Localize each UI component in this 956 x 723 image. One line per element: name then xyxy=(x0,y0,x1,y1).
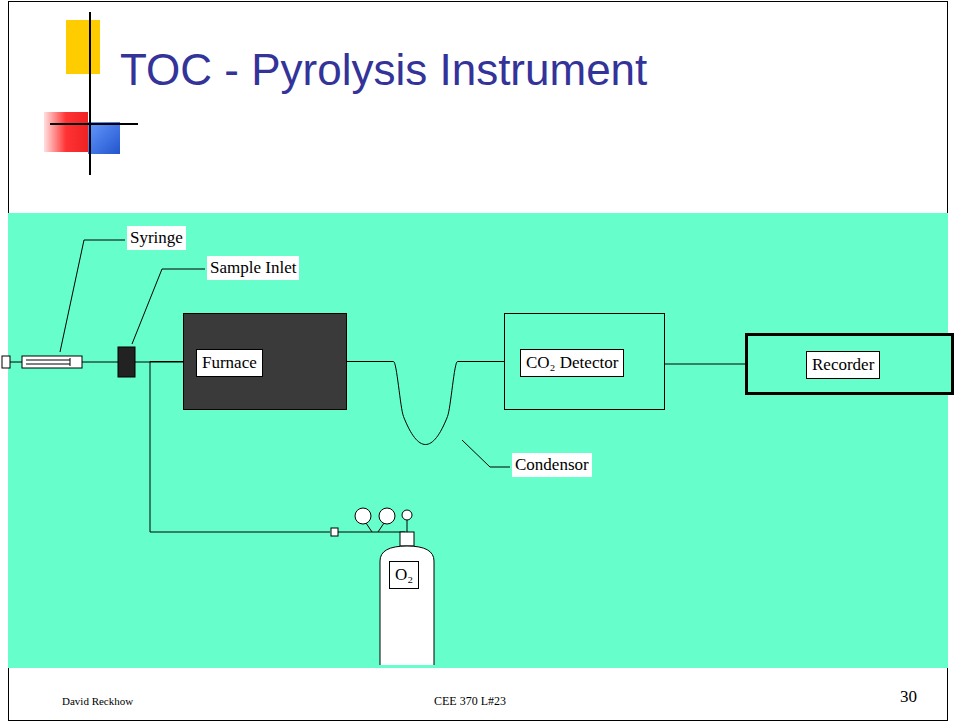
syringe-symbol xyxy=(2,356,118,368)
page-number: 30 xyxy=(900,687,917,707)
cylinder-outline xyxy=(330,505,440,667)
condenser-tube xyxy=(347,362,504,445)
footer-author: David Reckhow xyxy=(62,695,133,708)
detector-box: CO₂ Detector xyxy=(504,313,665,410)
node-label: Recorder xyxy=(806,351,880,379)
callout-label: Condensor xyxy=(512,453,592,477)
decor-line xyxy=(50,123,138,125)
footer-course: CEE 370 L#23 xyxy=(434,694,506,708)
recorder-box: Recorder xyxy=(745,333,954,395)
callout-label: Syringe xyxy=(127,226,186,250)
slide-title: TOC - Pyrolysis Instrument xyxy=(120,46,647,94)
oxygen-cylinder: O₂ xyxy=(330,505,440,667)
furnace-box: Furnace xyxy=(183,313,347,410)
slide-frame xyxy=(9,2,948,721)
node-label: O₂ xyxy=(389,561,419,589)
node-label: Furnace xyxy=(196,349,263,377)
callout-label: Sample Inlet xyxy=(207,256,299,280)
decor-square xyxy=(66,20,100,74)
decor-square xyxy=(44,112,88,152)
sample-inlet xyxy=(118,347,135,377)
leader-line xyxy=(60,240,125,352)
connector-line xyxy=(665,364,745,365)
green-panel xyxy=(8,213,948,668)
leader-line xyxy=(462,440,510,467)
node-label: CO₂ Detector xyxy=(520,349,624,377)
decor-square xyxy=(88,122,120,154)
decor-line xyxy=(89,12,91,175)
